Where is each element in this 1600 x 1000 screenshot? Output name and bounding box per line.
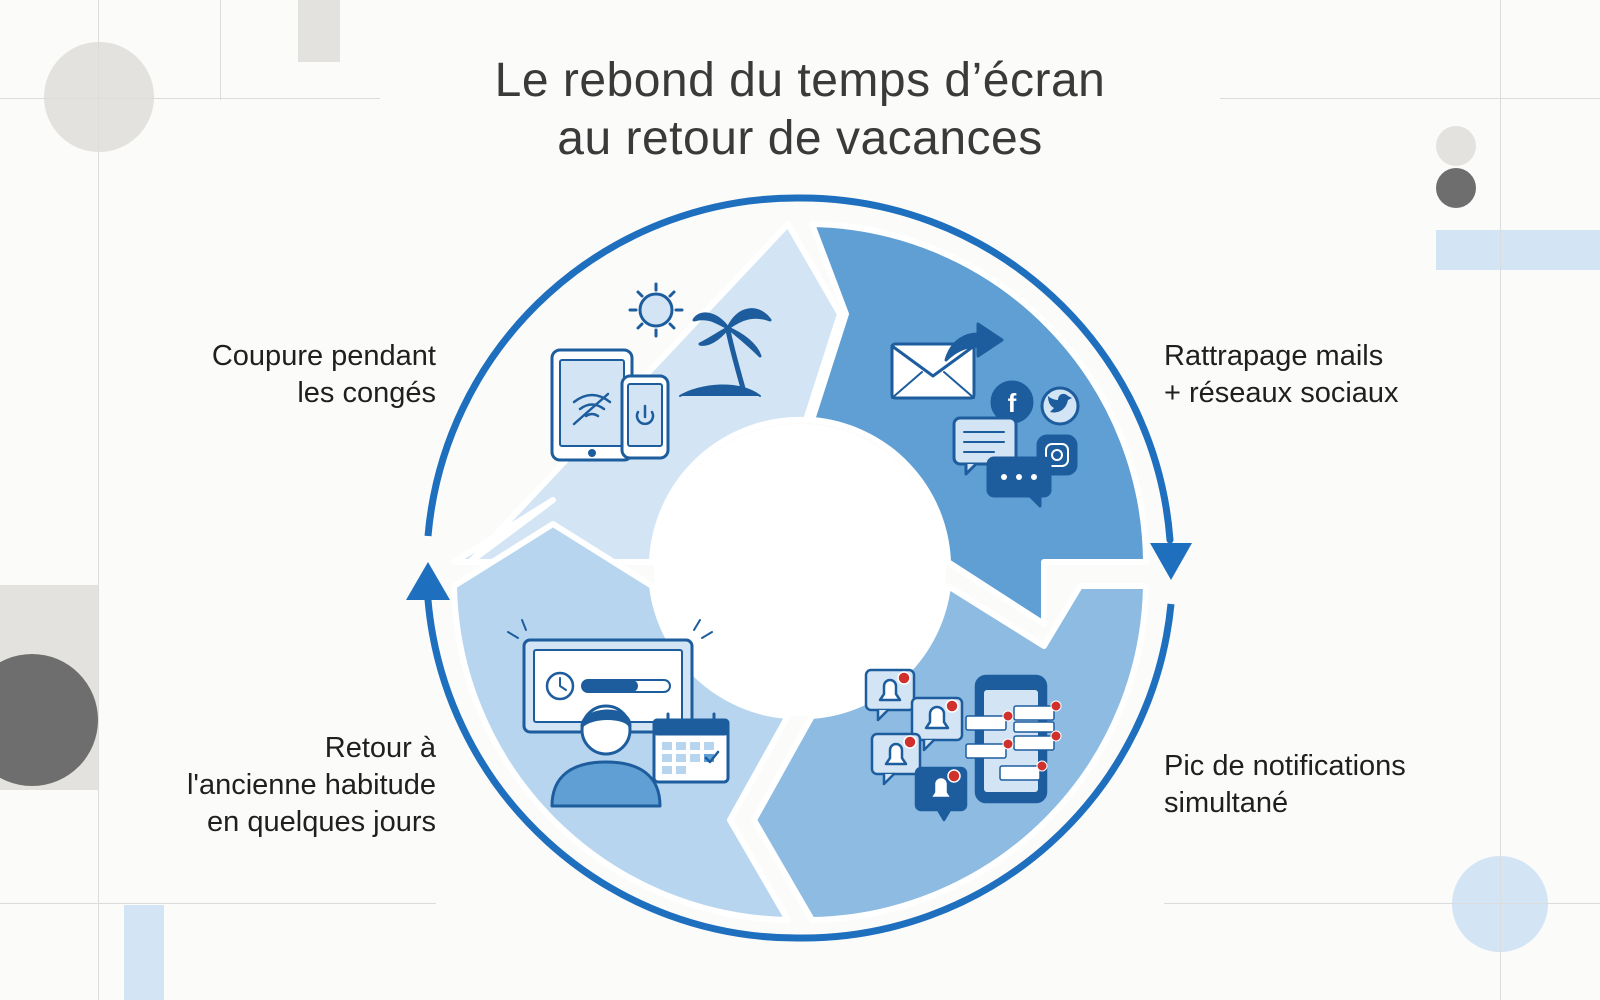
ring-arc-extensions — [424, 194, 1175, 942]
title-line-1: Le rebond du temps d’écran — [494, 54, 1106, 107]
sun-icon — [638, 292, 674, 328]
step-label-line: + réseaux sociaux — [1164, 377, 1399, 409]
ring-arrowheads — [406, 543, 1192, 600]
person-icon — [550, 704, 662, 808]
bell-bubble — [914, 766, 968, 822]
outer-ring — [424, 194, 1174, 942]
palm-tree-icon — [679, 308, 772, 397]
title-line-2: au retour de vacances — [557, 112, 1043, 165]
decor-dot-dark — [1436, 168, 1476, 208]
grid-line — [0, 98, 380, 99]
ring-arc-right — [796, 194, 1174, 544]
grid-line — [0, 903, 436, 904]
step-label-line: Retour à — [324, 732, 436, 764]
step-label-line: en quelques jours — [207, 806, 436, 838]
ring-arc-lower-right — [799, 603, 1175, 942]
svg-text:f: f — [1008, 388, 1017, 418]
ring-arrowhead-left — [406, 562, 450, 600]
ring-arc-upper-left — [424, 194, 801, 537]
bell-bubble — [910, 696, 964, 752]
step-label-line: Pic de notifications — [1164, 750, 1406, 782]
wifi-off-icon — [572, 392, 612, 426]
step-label-line: les congés — [297, 377, 436, 409]
step-label-line: simultané — [1164, 787, 1289, 819]
step-label-disconnect: Coupure pendant les congés — [212, 338, 436, 412]
grid-line — [1164, 903, 1600, 904]
attention-marks — [507, 619, 713, 639]
decor-square-top — [298, 0, 340, 62]
sun-rays — [628, 282, 684, 338]
ring-arrowhead-right — [1150, 543, 1192, 580]
grid-line — [220, 0, 221, 100]
mail-social-icon: f — [890, 322, 1080, 508]
grid-line — [98, 0, 99, 1000]
power-icon — [635, 404, 655, 426]
decor-dot-light — [1436, 126, 1476, 166]
envelope-icon — [890, 342, 976, 400]
step-label-notifications: Pic de notifications simultané — [1164, 748, 1406, 822]
page-title: Le rebond du temps d’écran au retour de … — [0, 52, 1600, 168]
step-label-habit: Retour à l'ancienne habitude en quelques… — [187, 730, 436, 841]
screen-habit-icon — [507, 619, 730, 808]
center-hole — [654, 424, 946, 716]
step-label-line: Rattrapage mails — [1164, 340, 1384, 372]
vacation-devices-off-icon — [550, 282, 772, 462]
ring-arc-left — [424, 596, 804, 942]
decor-bar-right — [1436, 230, 1600, 270]
step-label-line: Coupure pendant — [211, 340, 436, 372]
share-arrow-icon — [944, 322, 1004, 362]
grid-line — [1220, 98, 1600, 99]
step-label-line: l'ancienne habitude — [186, 769, 436, 801]
bell-bubble — [870, 732, 922, 786]
decor-bar-bottom — [124, 905, 164, 1000]
notification-burst-icon — [864, 668, 1062, 822]
decor-circle-top-left — [44, 42, 154, 152]
alert-dots — [1002, 700, 1062, 772]
bell-bubble — [864, 668, 916, 722]
notification-list — [965, 705, 1055, 781]
segment-notifications — [751, 583, 1149, 923]
calendar-icon — [652, 712, 730, 784]
step-label-catchup: Rattrapage mails + réseaux sociaux — [1164, 338, 1399, 412]
grid-line — [1500, 0, 1501, 1000]
